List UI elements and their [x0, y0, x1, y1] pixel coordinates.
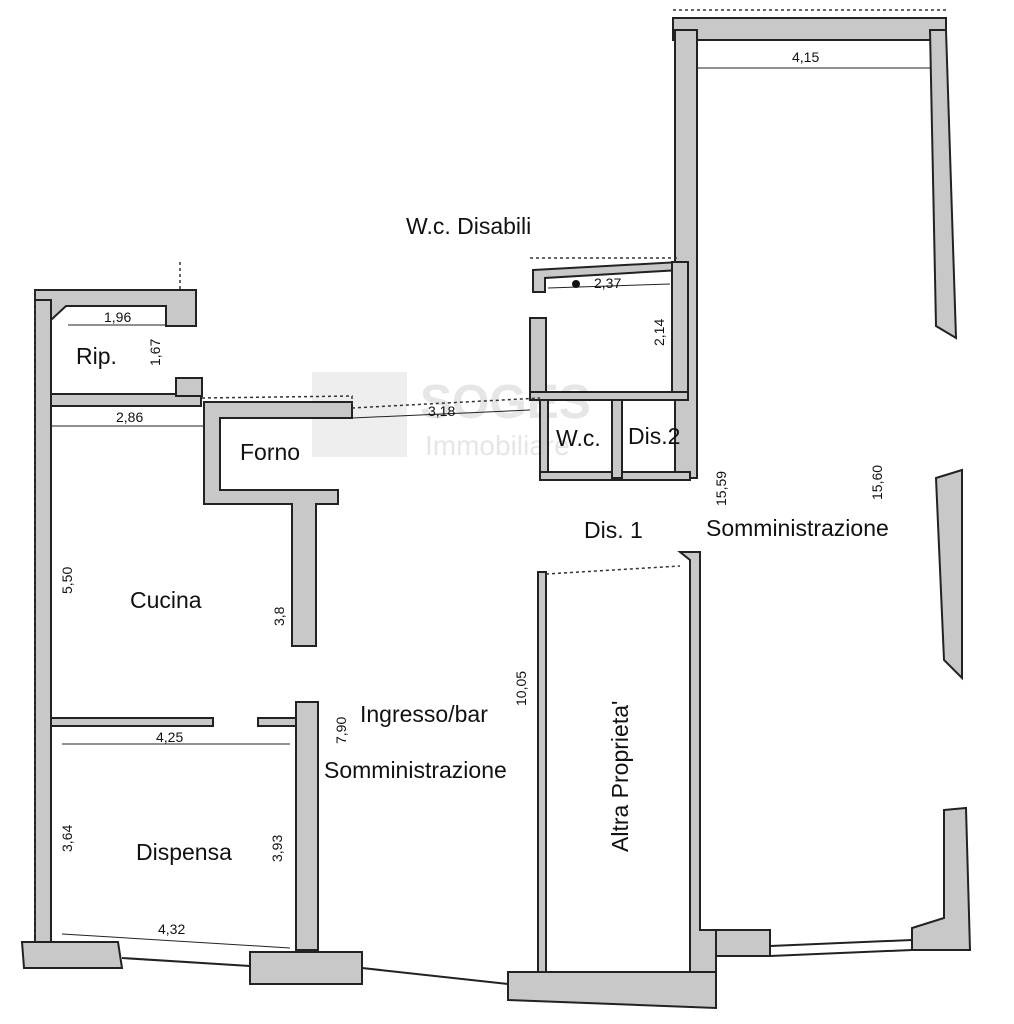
- marker-dot: [572, 280, 580, 288]
- dimension-lines: [51, 67, 930, 949]
- room-labels: W.c. Disabili Rip. Forno W.c. Dis.2 Dis.…: [76, 213, 889, 865]
- dim-rip-depth: 1,67: [147, 339, 163, 366]
- wall-bottom-3: [507, 971, 717, 1010]
- dim-right-depth-a: 15,59: [713, 471, 729, 506]
- room-label-cucina: Cucina: [130, 587, 202, 613]
- wall-dispensa-right: [295, 701, 319, 951]
- wall-bottom-2: [249, 951, 363, 985]
- room-label-altra-proprieta: Altra Proprieta': [607, 701, 633, 852]
- dim-altra-depth: 10,05: [513, 671, 529, 706]
- wall-wc-bottom: [529, 391, 689, 401]
- dim-cucina-width: 2,86: [116, 409, 143, 425]
- dim-ingresso-depth: 7,90: [333, 717, 349, 744]
- dim-dispensa-top: 4,25: [156, 729, 183, 745]
- room-label-ingresso-bar: Ingresso/bar: [360, 701, 488, 727]
- dim-dispensa-depth-right: 3,93: [269, 835, 285, 862]
- room-label-wc-disabili: W.c. Disabili: [406, 213, 531, 239]
- wall-right-room-left: [674, 29, 698, 479]
- wall-rip-stub: [175, 377, 203, 397]
- dim-rip-width: 1,96: [104, 309, 131, 325]
- dim-cucina-depth: 5,50: [59, 567, 75, 594]
- wall-right-middle: [934, 468, 963, 681]
- wall-bottom-4: [715, 929, 771, 957]
- wall-wc2-mid: [611, 399, 623, 479]
- wall-right-lower: [911, 806, 972, 951]
- dimension-labels: 4,15 2,37 2,14 1,96 1,67 2,86 3,18 15,59…: [59, 49, 885, 937]
- wall-left-outer: [34, 299, 52, 961]
- dim-top-width: 4,15: [792, 49, 819, 65]
- dim-right-depth-b: 15,60: [869, 465, 885, 500]
- wall-top-right: [672, 17, 947, 41]
- room-label-somministrazione-center: Somministrazione: [324, 757, 507, 783]
- dim-wc-depth: 2,14: [651, 319, 667, 346]
- room-label-rip: Rip.: [76, 343, 117, 369]
- wall-wc2-left: [539, 399, 549, 479]
- dim-forno-wall: 3,8: [271, 606, 287, 626]
- room-label-wc: W.c.: [556, 425, 601, 451]
- wall-altra-right: [677, 551, 717, 976]
- wall-bottom-1: [20, 941, 124, 969]
- wall-wc-left: [529, 317, 547, 401]
- dim-dispensa-bottom: 4,32: [158, 921, 185, 937]
- dim-dispensa-depth-left: 3,64: [59, 825, 75, 852]
- room-label-dis1: Dis. 1: [584, 517, 643, 543]
- wall-right-upper: [928, 29, 958, 340]
- wall-wc-right: [671, 261, 689, 401]
- wall-divider-left: [50, 717, 214, 727]
- room-label-somministrazione-right: Somministrazione: [706, 515, 889, 541]
- wall-rip-top: [34, 289, 197, 327]
- room-label-forno: Forno: [240, 439, 300, 465]
- room-label-dispensa: Dispensa: [136, 839, 232, 865]
- dim-corridor-width: 3,18: [428, 403, 455, 419]
- wall-rip-bottom: [50, 393, 202, 407]
- walls: [20, 9, 972, 1010]
- room-label-dis2: Dis.2: [628, 423, 680, 449]
- dim-wc-width: 2,37: [594, 275, 621, 291]
- wall-altra-left: [537, 571, 547, 975]
- wall-divider-right: [257, 717, 297, 727]
